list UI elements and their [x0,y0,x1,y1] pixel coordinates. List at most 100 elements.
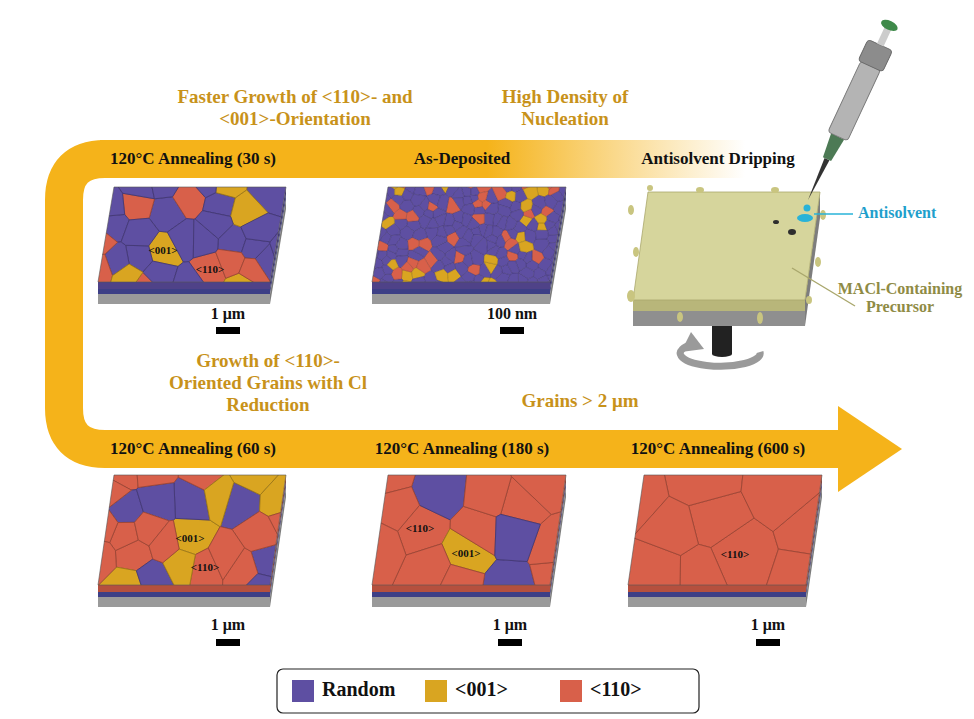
precursor-layer [633,300,805,311]
grain [567,162,591,197]
grain [544,220,555,231]
grain [121,218,159,246]
orientation-label: <110> [406,522,434,535]
grain [516,162,540,189]
grain [454,246,474,256]
grain [519,241,534,253]
dark-drop [773,220,779,224]
grain [428,564,485,610]
grain [369,282,389,307]
grain [467,217,480,229]
film-layer [372,592,550,597]
precursor-drip [757,312,763,324]
grain [504,450,591,515]
scale-bar [216,639,240,646]
grain [463,450,511,517]
grain [504,238,518,251]
film-layer [628,585,806,592]
heading-text: 120°C Annealing (60 s) [110,439,276,459]
process-note: Grains > 2 μm [521,390,638,412]
grain [73,254,112,307]
heading-text: 120°C Annealing (600 s) [631,439,805,459]
legend-label: <001> [455,678,508,701]
grain [347,191,378,224]
callout-label: MACl-Containing Precursor [832,280,968,317]
stage-heading: Antisolvent Dripping [635,147,801,171]
grain [564,222,591,241]
grain [391,279,403,307]
stage-heading: 120°C Annealing (60 s) [104,437,282,461]
grain-map [73,450,311,610]
film-layer [98,585,270,592]
heading-text: 120°C Annealing (180 s) [375,439,549,459]
grain [419,215,431,229]
grain [73,213,117,255]
film-layer [372,294,550,304]
precursor-drip [696,187,704,193]
precursor-drip [771,187,779,193]
grain [73,502,118,542]
grain [364,196,385,214]
grain [347,275,370,307]
grain [422,280,452,307]
legend-swatch [425,680,447,702]
grain [347,232,379,253]
film-outline [372,187,566,282]
heading-text: As-Deposited [414,149,510,169]
orientation-label: <001> [175,532,204,545]
grain [548,180,560,195]
scale-bar-label: 100 nm [487,305,537,323]
film-layer [628,597,806,607]
precursor-drip [627,290,635,302]
grain [241,213,289,242]
stage-heading: 120°C Annealing (600 s) [625,437,811,461]
grain [496,247,508,259]
film-layer [98,294,270,304]
grain [758,549,847,610]
film-panel [347,162,591,307]
precursor-drip [633,247,639,257]
grain [561,250,591,270]
grain [397,162,407,189]
antisolvent-drop [804,205,811,212]
grain [549,242,562,251]
grain [392,280,419,307]
film-panel [603,450,847,610]
grain [443,226,455,236]
dark-drop [788,229,796,235]
process-note: High Density of Nucleation [478,86,653,130]
scale-bar-label: 1 μm [211,305,245,323]
grain [386,224,400,236]
grain [143,261,178,298]
grain [260,450,311,516]
process-note: Growth of <110>-Oriented Grains with Cl … [162,350,374,416]
grain [741,450,847,532]
substrate [633,311,805,326]
grain [485,202,498,214]
stage-heading: 120°C Annealing (180 s) [369,437,555,461]
orientation-label: <110> [191,561,219,574]
grain [492,226,503,237]
stage-heading: As-Deposited [408,147,516,171]
grain [471,186,480,195]
film-outline [98,187,286,282]
orientation-label: <001> [148,244,177,257]
grain [416,258,430,273]
scale-bar [756,639,780,646]
legend-swatch [560,680,582,702]
grain [347,268,373,284]
film-layer [372,597,550,607]
grain [73,458,131,508]
precursor-drip [647,185,653,191]
grain-map [73,162,311,307]
grain [491,265,502,280]
scale-bar [500,327,524,334]
grain [347,162,388,196]
film-panel [73,450,311,610]
grain [270,214,311,307]
precursor-drip [628,205,634,215]
heading-text: 120°C Annealing (30 s) [110,149,276,169]
film-layer [372,585,550,592]
film-outline [372,475,566,585]
